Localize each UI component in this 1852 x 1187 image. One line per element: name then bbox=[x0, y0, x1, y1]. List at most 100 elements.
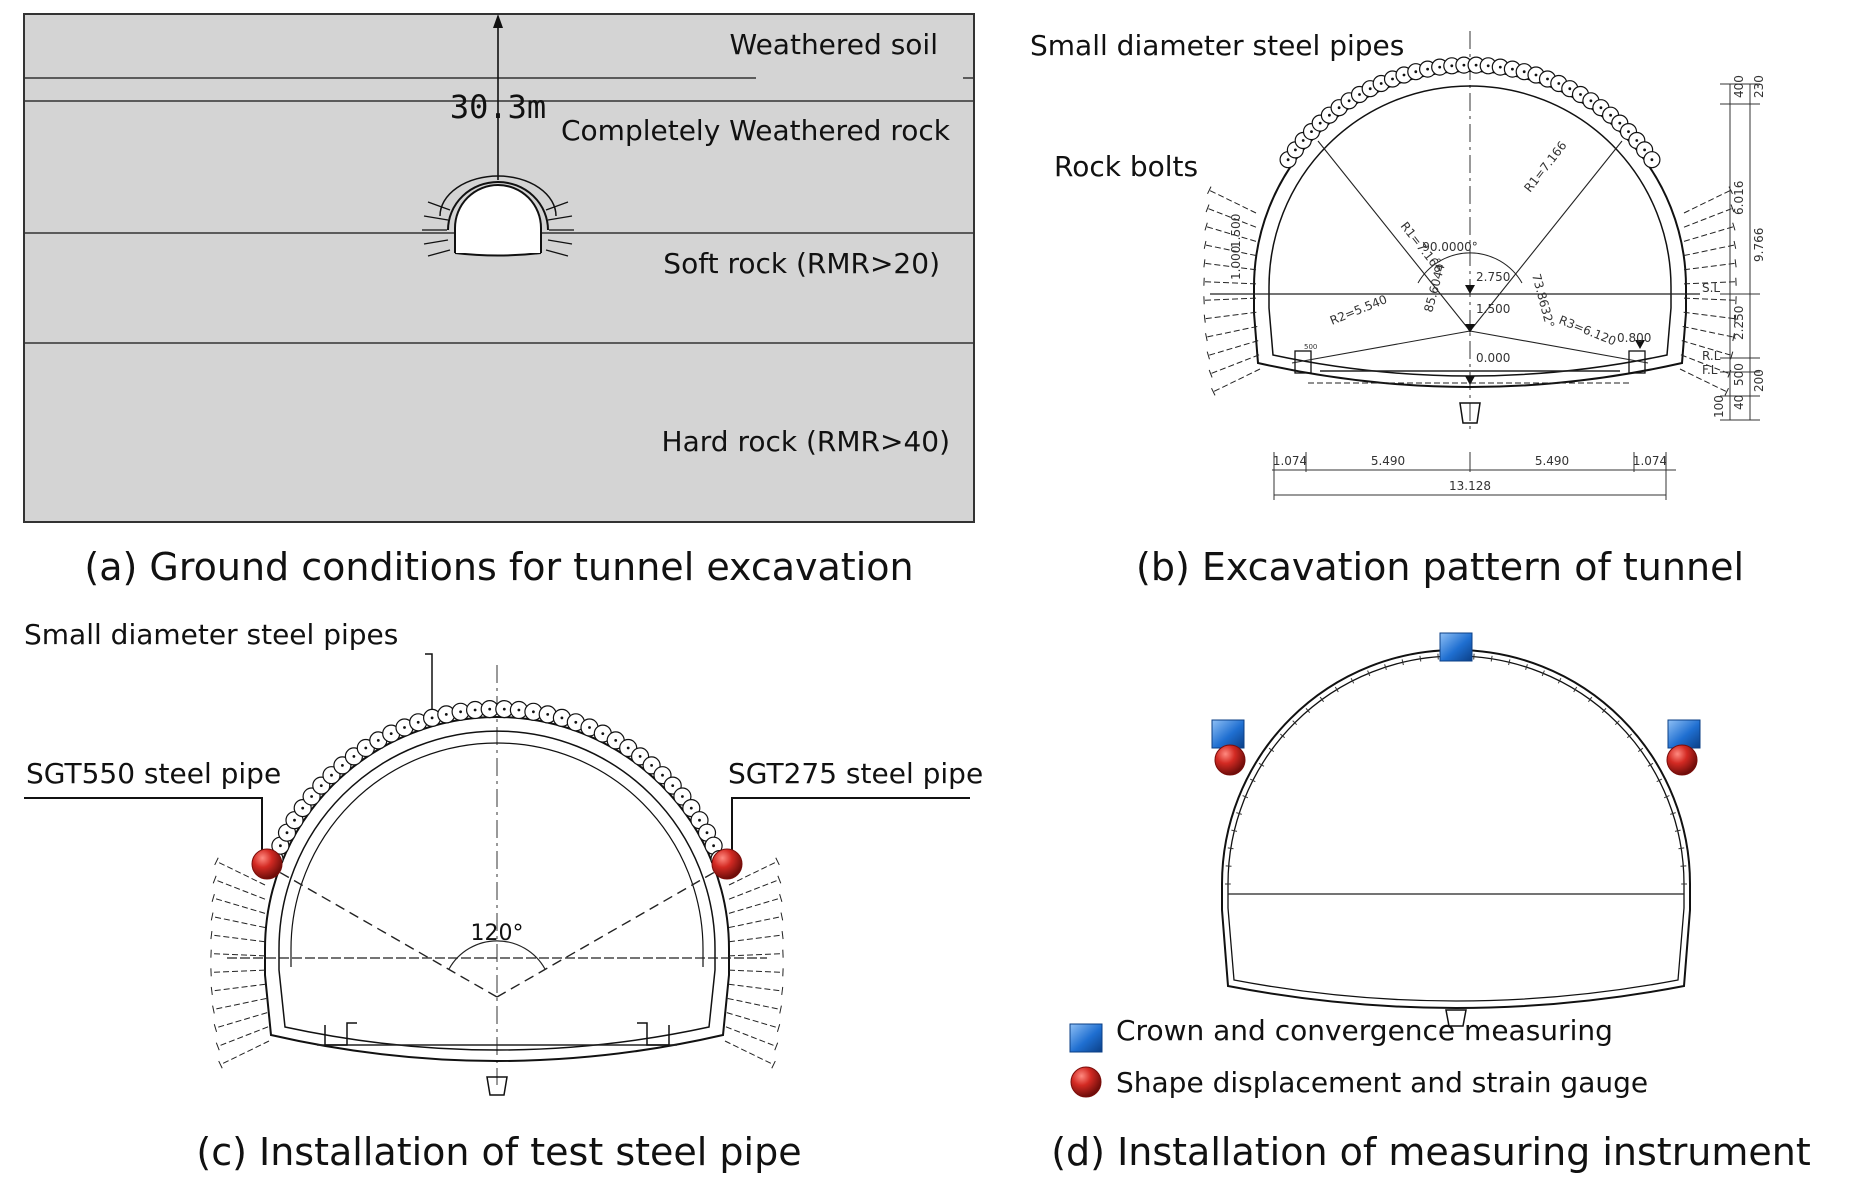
rock-bolt-plate bbox=[1734, 314, 1737, 323]
level-rl: R.L bbox=[1702, 349, 1721, 363]
rock-bolt-line bbox=[1683, 311, 1736, 320]
tick-mark bbox=[1419, 655, 1422, 662]
pipe-center-dot bbox=[341, 764, 344, 767]
pipe-center-dot bbox=[1650, 158, 1654, 162]
steel-pipe-umbrella bbox=[1279, 56, 1661, 169]
pipe-center-dot bbox=[1318, 121, 1322, 125]
pipe-center-dot bbox=[389, 732, 393, 735]
pipe-center-dot bbox=[601, 732, 605, 735]
dim-0800: 0.800 bbox=[1617, 331, 1651, 345]
pipe-center-dot bbox=[588, 726, 591, 729]
rock-bolt-line bbox=[1683, 189, 1731, 214]
tick-marks bbox=[1225, 653, 1687, 885]
rock-bolt-line bbox=[728, 969, 783, 973]
leader-line-sgt275 bbox=[731, 797, 970, 850]
arrow-head-icon bbox=[493, 14, 503, 28]
tick-mark bbox=[1614, 720, 1620, 726]
tick-mark bbox=[1670, 812, 1676, 815]
legend-label-crown: Crown and convergence measuring bbox=[1116, 1014, 1613, 1047]
label-rock-bolts: Rock bolts bbox=[1054, 150, 1198, 183]
dim-right-400: 400 bbox=[1732, 75, 1746, 98]
tick-mark bbox=[1525, 664, 1528, 670]
rock-bolt-plate bbox=[1206, 351, 1210, 360]
rock-bolt-plate bbox=[771, 1060, 776, 1069]
rock-bolt-plate bbox=[781, 931, 784, 940]
red-sphere-icon bbox=[1070, 1066, 1102, 1098]
pipe-center-dot bbox=[1627, 130, 1630, 134]
pipe-center-dot bbox=[638, 755, 642, 758]
panel-b-excavation-pattern: Small diameter steel pipes Rock bolts bbox=[1010, 0, 1852, 600]
pipe-center-dot bbox=[712, 844, 715, 848]
tick-mark bbox=[1656, 778, 1663, 783]
pipe-center-dot bbox=[546, 713, 550, 716]
rock-bolt-plate bbox=[218, 1060, 223, 1069]
pipe-center-dot bbox=[364, 746, 368, 750]
pipe-center-dot bbox=[1534, 73, 1538, 77]
measuring-instrument-diagram: Crown and convergence measuring Shape di… bbox=[1069, 632, 1701, 1099]
pipe-center-dot bbox=[1498, 65, 1502, 69]
pipe-center-dot bbox=[1414, 70, 1418, 74]
right-dimensions bbox=[1720, 83, 1760, 421]
rock-bolt-line bbox=[213, 997, 267, 1011]
pipe-center-dot bbox=[1426, 67, 1429, 71]
tick-mark bbox=[1367, 670, 1371, 677]
pipe-center-dot bbox=[1568, 87, 1572, 91]
tick-mark bbox=[1674, 829, 1681, 832]
panel-d-measuring-instrument: Crown and convergence measuring Shape di… bbox=[1010, 610, 1852, 1187]
pipe-center-dot bbox=[1462, 63, 1466, 67]
dim-right-230: 230 bbox=[1752, 75, 1766, 98]
rock-bolt-line bbox=[728, 953, 783, 957]
rock-bolt-line bbox=[211, 934, 266, 943]
layer-label-soft-rock: Soft rock (RMR>20) bbox=[663, 247, 940, 280]
layer-label-completely-weathered-rock: Completely Weathered rock bbox=[561, 114, 951, 147]
rock-bolt-line bbox=[728, 983, 783, 992]
label-small-diameter-steel-pipes-c: Small diameter steel pipes bbox=[24, 618, 398, 651]
rock-bolt-plate bbox=[215, 1042, 220, 1051]
rock-bolt-plate bbox=[214, 857, 219, 866]
pipe-center-dot bbox=[1486, 64, 1490, 68]
rock-bolt-line bbox=[1683, 226, 1734, 242]
rock-bolt-plate bbox=[1205, 204, 1210, 213]
rock-bolt-line bbox=[1683, 244, 1736, 257]
pipe-center-dot bbox=[444, 713, 448, 716]
tick-mark bbox=[1227, 847, 1234, 850]
rock-bolt-line bbox=[1213, 368, 1261, 393]
rock-bolt-line bbox=[1206, 325, 1258, 338]
dim-bottom-4: 1.074 bbox=[1633, 454, 1667, 468]
tunnel-cross-section-c: 120° bbox=[210, 665, 784, 1096]
central-drain-icon bbox=[1445, 1009, 1467, 1027]
tick-mark bbox=[1242, 795, 1249, 799]
tick-mark bbox=[1587, 696, 1593, 703]
tick-mark bbox=[1292, 720, 1298, 726]
label-sgt550: SGT550 steel pipe bbox=[26, 757, 281, 790]
tick-mark bbox=[1249, 778, 1256, 783]
pipe-center-dot bbox=[689, 806, 693, 810]
tick-mark bbox=[1647, 762, 1654, 767]
rock-bolt-plate bbox=[776, 1024, 781, 1032]
rock-bolt-plate bbox=[1203, 240, 1207, 249]
rock-bolt-plate bbox=[1203, 314, 1206, 323]
pipe-center-dot bbox=[626, 746, 630, 750]
left-duct bbox=[324, 1022, 357, 1046]
steel-pipe-umbrella bbox=[265, 700, 729, 869]
rock-bolt-line bbox=[215, 1012, 268, 1029]
pipe-center-dot bbox=[330, 773, 333, 777]
dim-r3: R3=6.120 bbox=[1557, 313, 1618, 349]
rock-bolt-line bbox=[211, 983, 266, 992]
dim-angle: 90.0000° bbox=[1422, 240, 1478, 254]
sgt275-marker-icon bbox=[711, 848, 743, 880]
pipe-center-dot bbox=[1643, 148, 1646, 152]
tick-mark bbox=[1401, 659, 1404, 666]
rock-bolt-line bbox=[1210, 354, 1260, 375]
dim-left-1000: 1.000 bbox=[1229, 246, 1243, 280]
pipe-center-dot bbox=[1546, 77, 1549, 81]
rock-bolt-plate bbox=[781, 986, 784, 995]
rock-bolt-plate bbox=[780, 912, 784, 921]
dim-right-2250: 2.250 bbox=[1732, 306, 1746, 340]
rock-bolt-line bbox=[1683, 297, 1736, 301]
pipe-center-dot bbox=[319, 784, 323, 787]
left-strain-gauge-icon bbox=[1214, 744, 1246, 776]
angle-lines bbox=[266, 864, 728, 998]
rock-bolt-line bbox=[724, 1040, 774, 1066]
pipe-center-dot bbox=[681, 795, 684, 798]
